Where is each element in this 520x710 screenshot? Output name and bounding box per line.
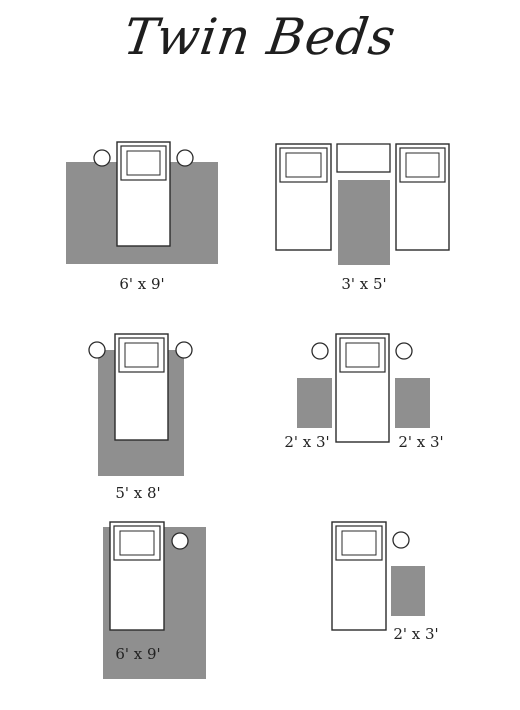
rug-size-label: 5' x 8' [115,484,160,502]
rug-size-label: 3' x 5' [341,275,386,293]
nightstand [336,143,391,173]
nightstand [171,532,189,550]
pillow-outline [124,342,159,368]
layout-6: 2' x 3' [331,521,439,643]
pillow-outline [285,152,322,178]
rug-size-label: 2' x 3' [398,433,443,451]
nightstand [392,531,410,549]
pillow-outline [345,342,380,368]
rug [391,566,425,616]
layout-5: 6' x 9' [103,521,206,679]
layout-1: 6' x 9' [66,141,218,293]
layout-2: 3' x 5' [275,143,450,293]
pillow-outline [405,152,440,178]
layout-3: 5' x 8' [88,333,193,502]
rug-size-label: 2' x 3' [393,625,438,643]
nightstand [395,342,413,360]
rug-size-label: 2' x 3' [284,433,329,451]
pillow-outline [341,530,377,556]
rug-size-label: 6' x 9' [119,275,164,293]
nightstand [88,341,106,359]
rug [395,378,430,428]
pillow-outline [119,530,155,556]
rug [297,378,332,428]
pillow-outline [126,150,161,176]
rug [338,180,390,265]
rug-size-label: 6' x 9' [115,645,160,663]
nightstand [175,341,193,359]
layout-4: 2' x 3' 2' x 3' [284,333,444,451]
nightstand [176,149,194,167]
nightstand [311,342,329,360]
nightstand [93,149,111,167]
